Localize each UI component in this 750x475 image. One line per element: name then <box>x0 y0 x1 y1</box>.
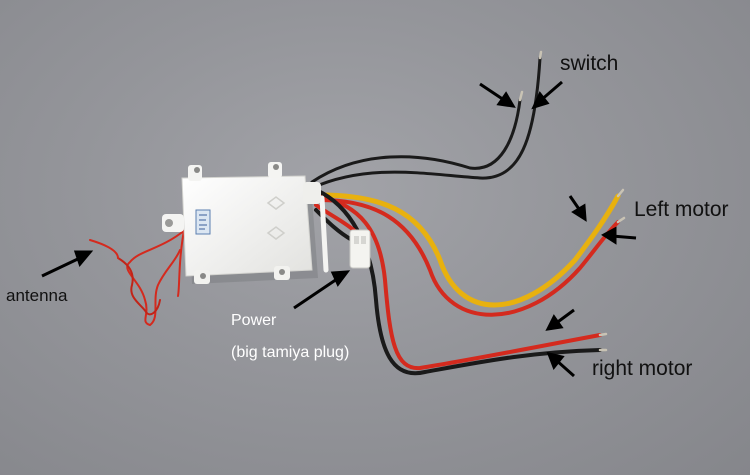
zip-tie <box>319 195 329 273</box>
label-switch: switch <box>560 52 619 75</box>
switch-wire-a <box>310 98 522 184</box>
arrow-right-motor-2 <box>546 351 575 378</box>
arrow-switch-2 <box>531 80 563 110</box>
label-left-motor: Left motor <box>634 198 729 221</box>
receiver-housing <box>162 162 321 284</box>
power-wire-black <box>314 208 354 242</box>
antenna-tip <box>89 239 119 259</box>
bare-wire-tips <box>518 50 626 352</box>
arrow-left-motor-2 <box>601 226 637 245</box>
label-antenna: antenna <box>6 286 68 305</box>
arrow-antenna <box>41 250 94 278</box>
antenna-lead <box>177 224 186 297</box>
antenna-coil-2 <box>117 257 161 316</box>
left-motor-wire-yellow <box>317 192 621 308</box>
wire-bundle <box>89 56 621 376</box>
arrow-power <box>293 270 351 310</box>
left-motor-wire-red <box>318 198 620 317</box>
switch-wire-b <box>310 56 542 190</box>
label-right-motor: right motor <box>592 357 693 380</box>
annotation-arrows <box>41 80 637 378</box>
tamiya-plug <box>349 229 371 269</box>
antenna-coil <box>126 229 186 327</box>
arrow-switch-1 <box>479 82 516 108</box>
arrow-right-motor-1 <box>545 308 575 331</box>
right-motor-wire-red <box>316 194 602 371</box>
arrow-left-motor-1 <box>568 195 587 222</box>
label-power: Power <box>231 312 277 329</box>
label-power-note: (big tamiya plug) <box>231 344 350 361</box>
